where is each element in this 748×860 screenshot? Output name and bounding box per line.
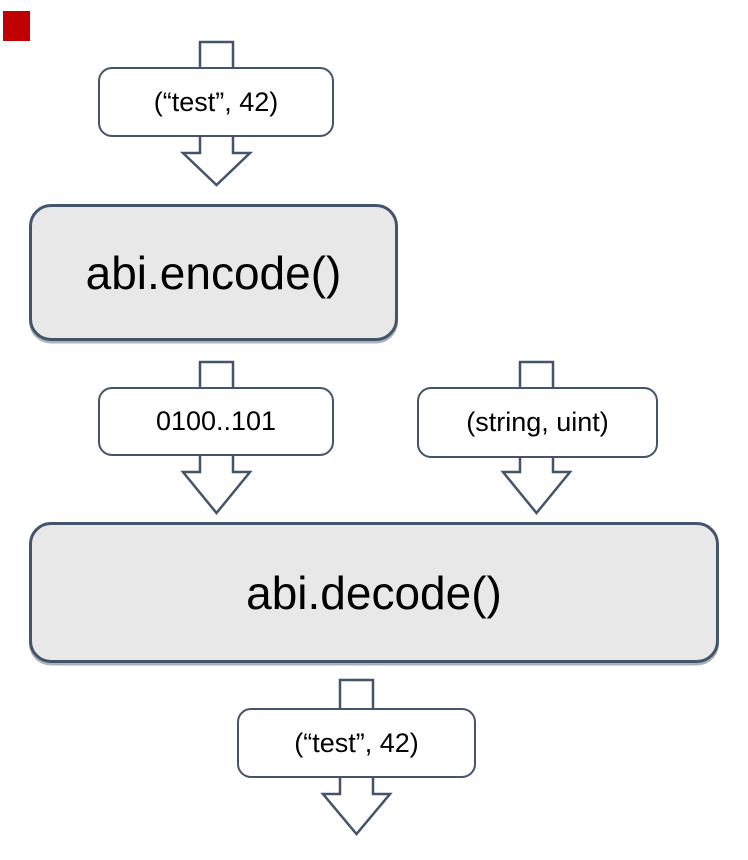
node-input-tuple: (“test”, 42) xyxy=(98,67,334,137)
node-abi-encode-label: abi.encode() xyxy=(85,246,342,299)
node-abi-encode: abi.encode() xyxy=(29,204,398,341)
node-abi-decode-label: abi.decode() xyxy=(246,566,502,619)
node-types-tuple-label: (string, uint) xyxy=(466,407,609,437)
red-accent-square xyxy=(3,11,30,41)
node-types-tuple: (string, uint) xyxy=(417,387,658,458)
node-input-tuple-label: (“test”, 42) xyxy=(153,86,279,117)
node-abi-decode: abi.decode() xyxy=(29,522,719,663)
node-encoded-bytes-label: 0100..101 xyxy=(155,406,277,436)
node-output-tuple-label: (“test”, 42) xyxy=(294,727,419,758)
node-encoded-bytes: 0100..101 xyxy=(98,387,334,456)
node-output-tuple: (“test”, 42) xyxy=(237,708,476,778)
